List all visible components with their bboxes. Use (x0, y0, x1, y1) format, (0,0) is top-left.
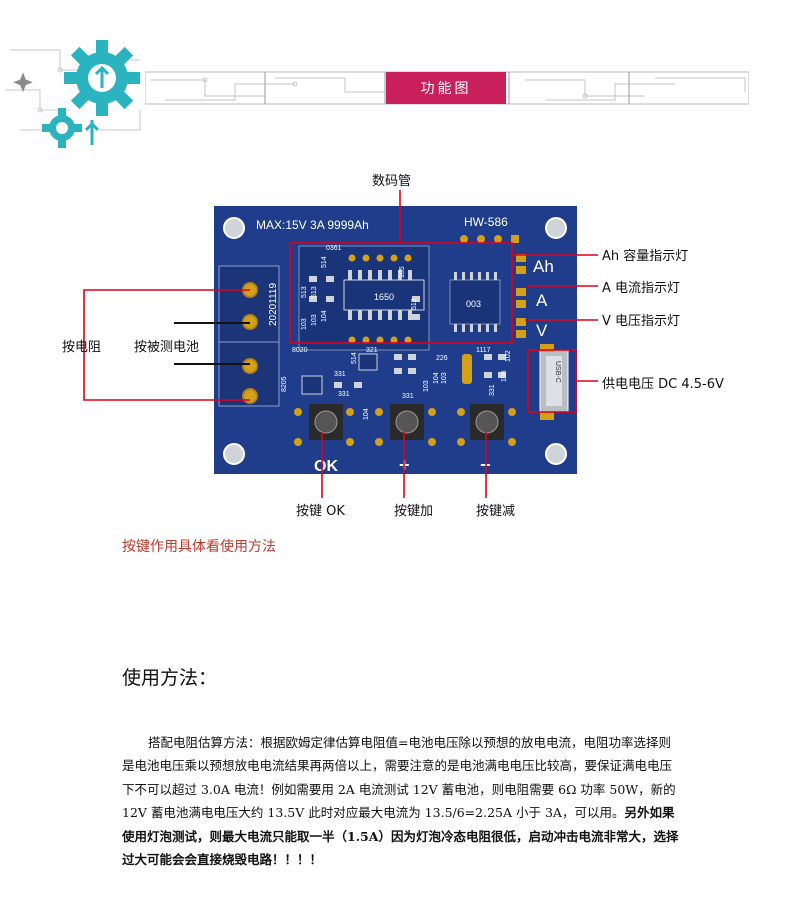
silk-ok: OK (314, 458, 338, 474)
silk-code: 331 (334, 371, 346, 378)
silk-code: 331 (489, 384, 496, 396)
silk-code: 8020 (292, 347, 308, 354)
silk-code: 1117 (476, 347, 491, 354)
silk-code: 104 (433, 372, 440, 384)
label-a-led: A 电流指示灯 (602, 281, 681, 296)
silk-code: 106 (501, 370, 508, 382)
usage-text-normal: 搭配电阻估算方法：根据欧姆定律估算电阻值=电池电压除以预想的放电电流，电阻功率选… (122, 735, 676, 821)
silk-code: 102 (505, 350, 512, 362)
silk-code: 103 (441, 372, 448, 384)
silk-date: 20201119 (268, 283, 279, 326)
silk-code: 512 (411, 298, 418, 310)
silk-code: 331 (338, 391, 350, 398)
pcb-board: MAX:15V 3A 9999Ah HW-586 20201119 1650 0… (214, 206, 577, 474)
callout-box-display (289, 242, 513, 344)
silk-code: 105 (399, 266, 406, 278)
silk-code: 8205 (281, 376, 288, 392)
label-power: 供电电压 DC 4.5-6V (602, 377, 724, 392)
label-resistor: 按电阻 (62, 340, 102, 355)
silk-rating: MAX:15V 3A 9999Ah (256, 218, 369, 232)
silk-a: A (536, 291, 548, 310)
silk-code: 514 (321, 256, 328, 268)
silk-code: 103 (423, 380, 430, 392)
label-battery: 按被测电池 (134, 340, 200, 355)
silk-code: 104 (363, 408, 370, 420)
mounting-hole-icon (223, 217, 567, 465)
silk-usb: USB-C (554, 361, 561, 383)
label-ah-led: Ah 容量指示灯 (602, 249, 689, 264)
silk-model: HW-586 (464, 215, 508, 229)
silk-chip: 1650 (374, 292, 394, 302)
label-key-plus: 按键加 (394, 504, 434, 519)
silk-v: V (536, 321, 548, 340)
silk-code: 103 (311, 314, 318, 326)
label-key-minus: 按键减 (476, 504, 516, 519)
gear-logo-icon (5, 40, 141, 148)
silk-code: 104 (321, 310, 328, 322)
label-key-ok: 按键 OK (296, 504, 345, 519)
silk-code: 103 (301, 318, 308, 330)
usage-text-warning: 另外如果使用灯泡测试，则最大电流只能取一半（1.5A）因为灯泡冷态电阻很低，启动… (122, 805, 679, 868)
section-title: 功能图 (386, 72, 506, 104)
silk-code: 321 (366, 347, 378, 354)
silk-code: 226 (436, 355, 448, 362)
silk-code: 514 (351, 352, 358, 364)
usage-heading: 使用方法： (122, 667, 218, 689)
silk-code: 0361 (326, 245, 342, 252)
silk-ic: 003 (466, 299, 481, 309)
silk-ah: Ah (533, 257, 554, 276)
callout-resistor (83, 289, 250, 401)
silk-code: 513 (301, 286, 308, 298)
silk-code: 331 (402, 393, 414, 400)
hint-text: 按键作用具体看使用方法 (122, 539, 276, 555)
label-display: 数码管 (372, 174, 412, 189)
callout-box-usb (527, 349, 577, 413)
silk-code: 513 (311, 286, 318, 298)
usage-paragraph: 搭配电阻估算方法：根据欧姆定律估算电阻值=电池电压除以预想的放电电流，电阻功率选… (122, 731, 682, 871)
label-v-led: V 电压指示灯 (602, 314, 681, 329)
